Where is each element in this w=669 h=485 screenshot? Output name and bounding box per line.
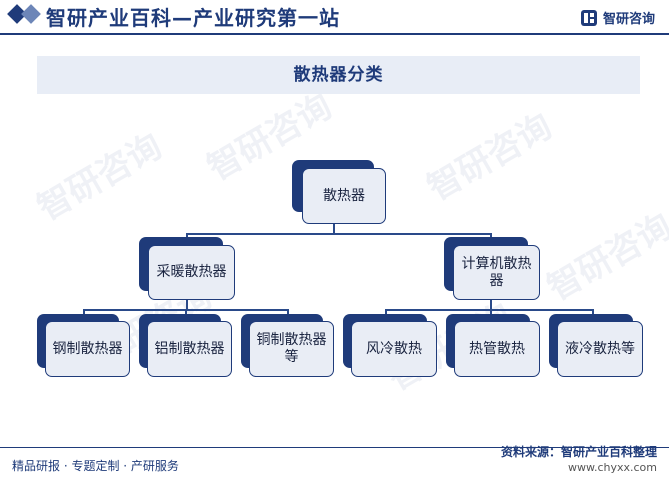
node-label: 热管散热	[454, 321, 540, 377]
node-label: 铝制散热器	[147, 321, 232, 377]
node-label: 钢制散热器	[45, 321, 130, 377]
site-url[interactable]: www.chyxx.com	[567, 461, 657, 474]
node-label: 散热器	[302, 168, 386, 224]
footer-divider	[0, 447, 669, 448]
site-title: 智研产业百科—产业研究第一站	[46, 6, 340, 30]
watermark: 智研咨询	[30, 126, 169, 229]
brand[interactable]: 智研咨询	[580, 8, 655, 27]
brand-name: 智研咨询	[602, 12, 655, 27]
connector-line	[186, 299, 188, 309]
connector-line	[490, 299, 492, 309]
brand-logo-icon	[580, 9, 597, 26]
connector-line	[385, 309, 593, 311]
node-label: 计算机散热器	[453, 245, 540, 300]
header-divider	[0, 33, 669, 35]
node-label: 液冷散热等	[557, 321, 643, 377]
watermark: 智研咨询	[540, 206, 669, 309]
connector-line	[186, 233, 491, 235]
node-label: 风冷散热	[351, 321, 437, 377]
watermark: 智研咨询	[420, 106, 559, 209]
connector-line	[333, 223, 335, 234]
node-label: 铜制散热器等	[249, 321, 334, 377]
node-label: 采暖散热器	[148, 245, 235, 300]
source-note: 资料来源：智研产业百科整理	[500, 445, 657, 459]
page-header: 智研产业百科—产业研究第一站 智研咨询	[0, 0, 669, 36]
diamond-icon	[21, 4, 41, 24]
footer-services: 精品研报 · 专题定制 · 产研服务	[12, 459, 179, 473]
diagram-title: 散热器分类	[293, 65, 384, 85]
title-banner: 散热器分类	[37, 56, 640, 94]
